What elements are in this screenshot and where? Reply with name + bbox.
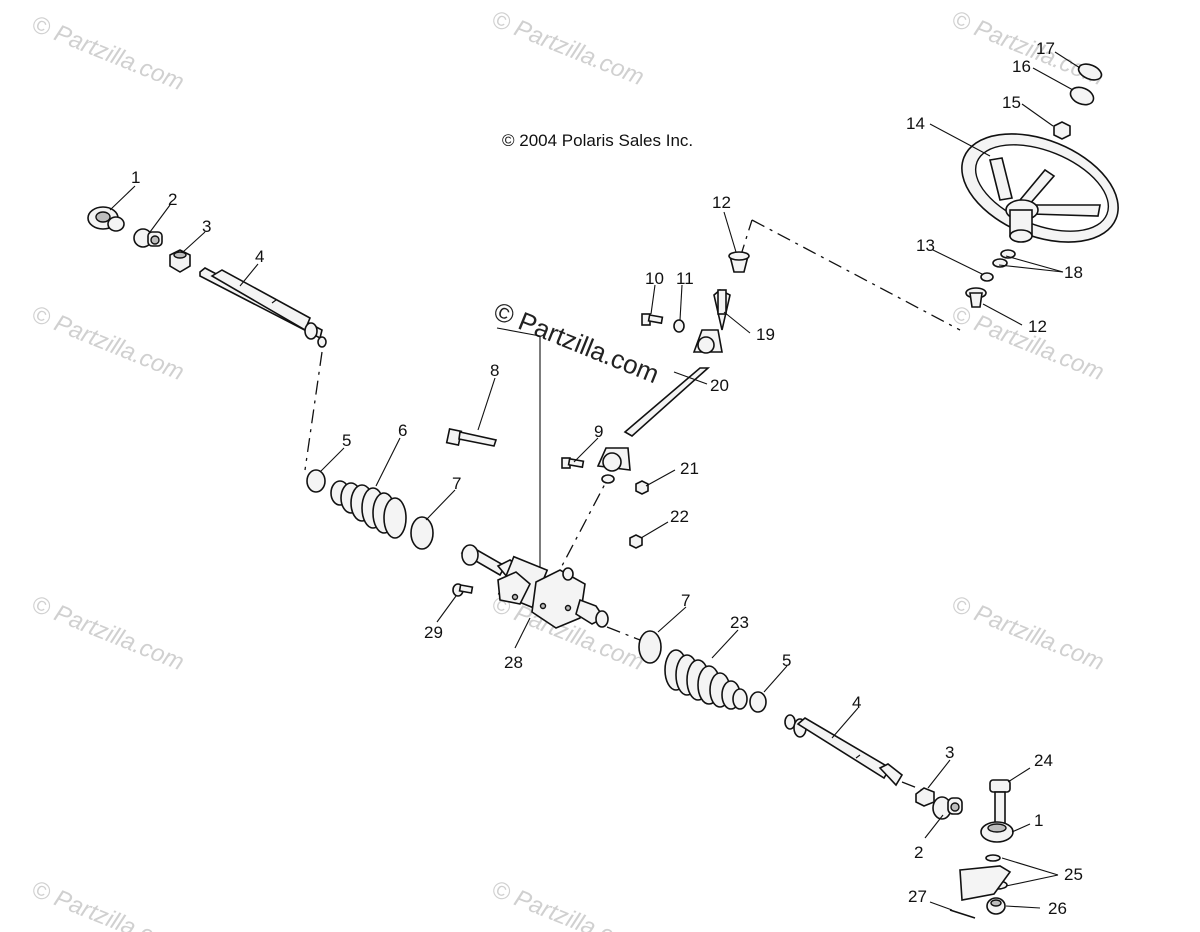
part-27-cotter-pin[interactable] [949, 909, 976, 919]
part-1-left[interactable] [87, 206, 125, 232]
part-13-washer[interactable] [980, 272, 994, 282]
callout-3-right: 3 [945, 743, 954, 762]
callout-1-right: 1 [1034, 811, 1043, 830]
callout-3: 3 [202, 217, 211, 236]
callout-4: 4 [255, 247, 264, 266]
part-7-left[interactable] [410, 516, 434, 550]
callout-25: 25 [1064, 865, 1083, 884]
callout-29: 29 [424, 623, 443, 642]
watermark: © Partzilla.com [948, 591, 1108, 677]
part-4-left[interactable] [199, 267, 327, 348]
callout-5: 5 [342, 431, 351, 450]
callout-18: 18 [1064, 263, 1083, 282]
callout-4-right: 4 [852, 693, 861, 712]
part-15-nut[interactable] [1053, 121, 1071, 140]
callout-17: 17 [1036, 39, 1055, 58]
callout-6: 6 [398, 421, 407, 440]
part-7-right[interactable] [638, 630, 662, 664]
watermark: © Partzilla.com [488, 6, 648, 92]
center-watermark: © Partzilla.com [490, 296, 664, 389]
callout-24: 24 [1034, 751, 1053, 770]
part-12-bushing-lower[interactable] [965, 287, 987, 308]
callout-13: 13 [916, 236, 935, 255]
callout-14: 14 [906, 114, 925, 133]
callout-21: 21 [680, 459, 699, 478]
part-3-right[interactable] [915, 787, 935, 807]
watermark: © Partzilla.com [948, 6, 1108, 92]
callout-20: 20 [710, 376, 729, 395]
watermark: © Partzilla.com [28, 591, 188, 677]
part-6-boot[interactable] [330, 480, 407, 539]
part-10-bolt[interactable] [641, 313, 664, 326]
callout-7: 7 [452, 474, 461, 493]
part-8-bolt[interactable] [445, 427, 498, 447]
part-4-right[interactable] [784, 714, 904, 787]
part-16-cap[interactable] [1068, 84, 1096, 108]
callout-7-right: 7 [681, 591, 690, 610]
callout-12-lower: 12 [1028, 317, 1047, 336]
part-9-bolt[interactable] [561, 457, 585, 469]
callout-9: 9 [594, 422, 603, 441]
callout-19: 19 [756, 325, 775, 344]
callout-26: 26 [1048, 899, 1067, 918]
callout-28: 28 [504, 653, 523, 672]
callout-2-right: 2 [914, 843, 923, 862]
part-2-right[interactable] [932, 796, 963, 820]
callout-16: 16 [1012, 57, 1031, 76]
part-26-nut[interactable] [986, 897, 1006, 915]
watermark: © Partzilla.com [28, 11, 188, 97]
part-1-right[interactable] [980, 821, 1014, 843]
watermark: © Partzilla.com [948, 301, 1108, 387]
part-21-nut[interactable] [635, 480, 649, 495]
part-28-rack-pinion[interactable] [460, 544, 609, 629]
callout-5-right: 5 [782, 651, 791, 670]
part-20-steering-shaft[interactable] [596, 289, 731, 484]
part-2-left[interactable] [133, 228, 163, 248]
callout-labels: 1 2 3 4 5 6 7 8 9 10 11 12 12 13 14 15 1… [131, 39, 1083, 918]
part-11-washer[interactable] [673, 319, 685, 333]
part-18-washers[interactable] [992, 249, 1016, 268]
part-3-left[interactable] [169, 249, 191, 273]
callout-23: 23 [730, 613, 749, 632]
part-12-bushing-upper[interactable] [728, 251, 750, 273]
leader-lines [109, 51, 1081, 911]
callout-12-upper: 12 [712, 193, 731, 212]
part-14-steering-wheel[interactable] [946, 113, 1134, 263]
copyright-notice: © 2004 Polaris Sales Inc. [502, 131, 693, 150]
part-5-left[interactable] [306, 469, 326, 493]
part-23-boot[interactable] [664, 649, 748, 710]
callout-27: 27 [908, 887, 927, 906]
callout-8: 8 [490, 361, 499, 380]
callout-10: 10 [645, 269, 664, 288]
callout-11: 11 [676, 269, 694, 288]
watermark: © Partzilla.com [488, 876, 648, 932]
part-5-right[interactable] [749, 691, 767, 713]
centerlines [304, 219, 961, 794]
callout-1: 1 [131, 168, 140, 187]
part-22-nut[interactable] [629, 534, 643, 549]
watermark: © Partzilla.com [28, 876, 188, 932]
callout-22: 22 [670, 507, 689, 526]
watermark: © Partzilla.com [28, 301, 188, 387]
callout-2: 2 [168, 190, 177, 209]
callout-15: 15 [1002, 93, 1021, 112]
part-29-bolt[interactable] [452, 583, 474, 597]
spindle-arm [959, 865, 1012, 901]
